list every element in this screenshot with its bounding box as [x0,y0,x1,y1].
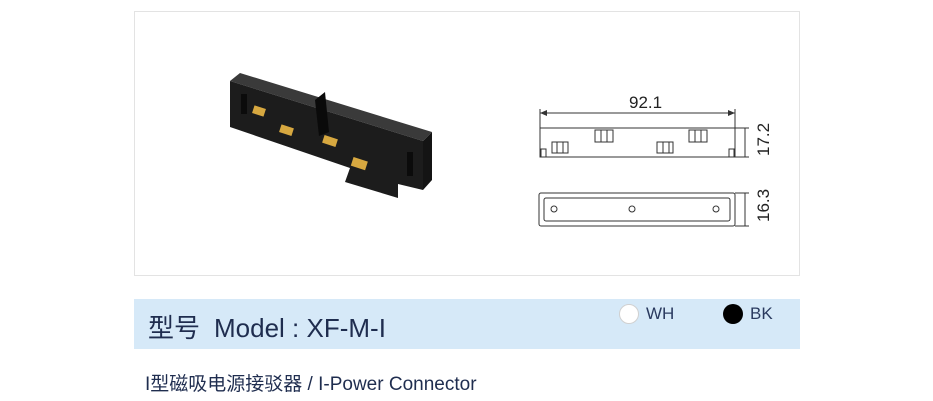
model-code: Model : XF-M-I [214,313,386,343]
connector-photo [230,73,432,198]
model-prefix: 型号 [148,313,201,343]
black-dot-icon [723,304,743,324]
width-dimension-label: 16.3 [754,189,773,222]
color-option-white: WH [619,304,674,324]
product-description: I型磁吸电源接驳器 / I-Power Connector [145,374,477,395]
color-option-black: BK [723,304,773,324]
length-dimension-label: 92.1 [629,93,662,112]
model-label: 型号 Model : XF-M-I [148,308,386,345]
product-illustration: 92.1 17.2 16.3 [230,73,773,227]
product-figure: 92.1 17.2 16.3 [134,11,800,276]
color-label-black: BK [750,304,773,323]
model-bar: 型号 Model : XF-M-I WH BK [134,299,800,349]
side-view-drawing [539,109,749,158]
color-label-white: WH [646,304,675,323]
height-dimension-label: 17.2 [754,123,773,156]
top-view-drawing [538,192,749,227]
white-dot-icon [619,304,639,324]
